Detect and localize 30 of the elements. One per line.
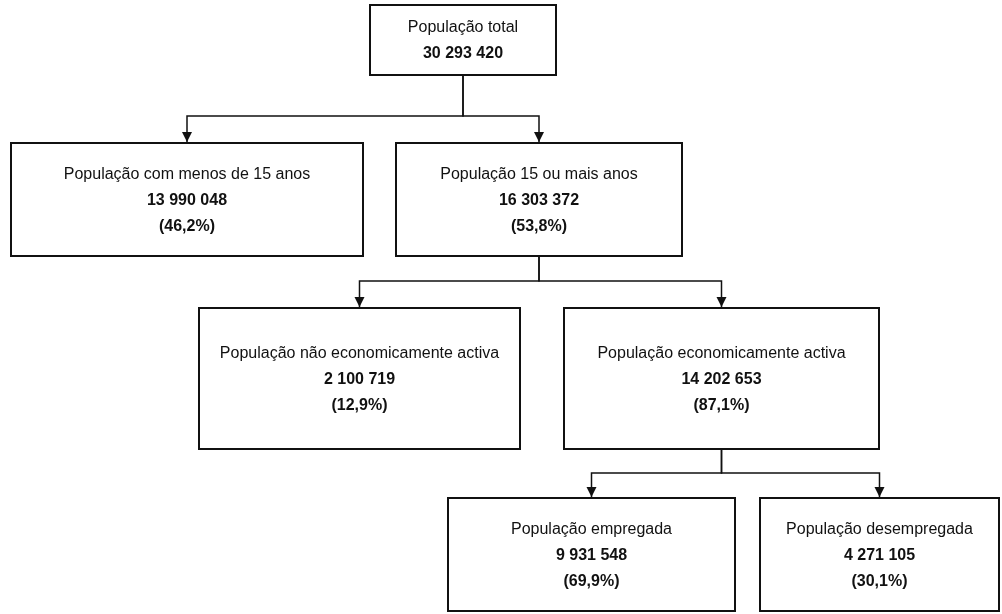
population-box	[563, 307, 880, 450]
population-count: 30 293 420	[422, 43, 504, 63]
box-heading: População desempregada	[786, 518, 973, 539]
arrow	[462, 75, 545, 143]
population-box	[395, 142, 683, 257]
population-box	[369, 4, 557, 76]
population-box	[759, 497, 1000, 612]
box-heading: População não economicamente activa	[219, 342, 500, 363]
box-heading: População 15 ou mais anos	[440, 163, 638, 184]
box-heading: População com menos de 15 anos	[63, 163, 311, 184]
population-count: 14 202 653	[681, 368, 762, 389]
percentage: (53,8%)	[511, 215, 567, 236]
population-count: 2 100 719	[323, 368, 396, 389]
box-heading: População empregada	[511, 518, 672, 539]
population-count: 4 271 105	[843, 544, 916, 565]
percentage: (30,1%)	[851, 570, 908, 591]
population-count: 9 931 548	[555, 544, 628, 565]
percentage: (12,9%)	[331, 394, 388, 415]
percentage: (46,2%)	[159, 215, 215, 236]
arrow	[538, 256, 727, 308]
population-box	[447, 497, 736, 612]
arrow	[720, 449, 885, 498]
population-count: 13 990 048	[146, 189, 228, 210]
box-heading: População total	[407, 17, 519, 37]
population-box	[198, 307, 521, 450]
box-heading: População economicamente activa	[597, 342, 846, 363]
percentage: (87,1%)	[693, 394, 750, 415]
percentage: (69,9%)	[563, 570, 620, 591]
population-count: 16 303 372	[498, 189, 580, 210]
population-box	[10, 142, 364, 257]
